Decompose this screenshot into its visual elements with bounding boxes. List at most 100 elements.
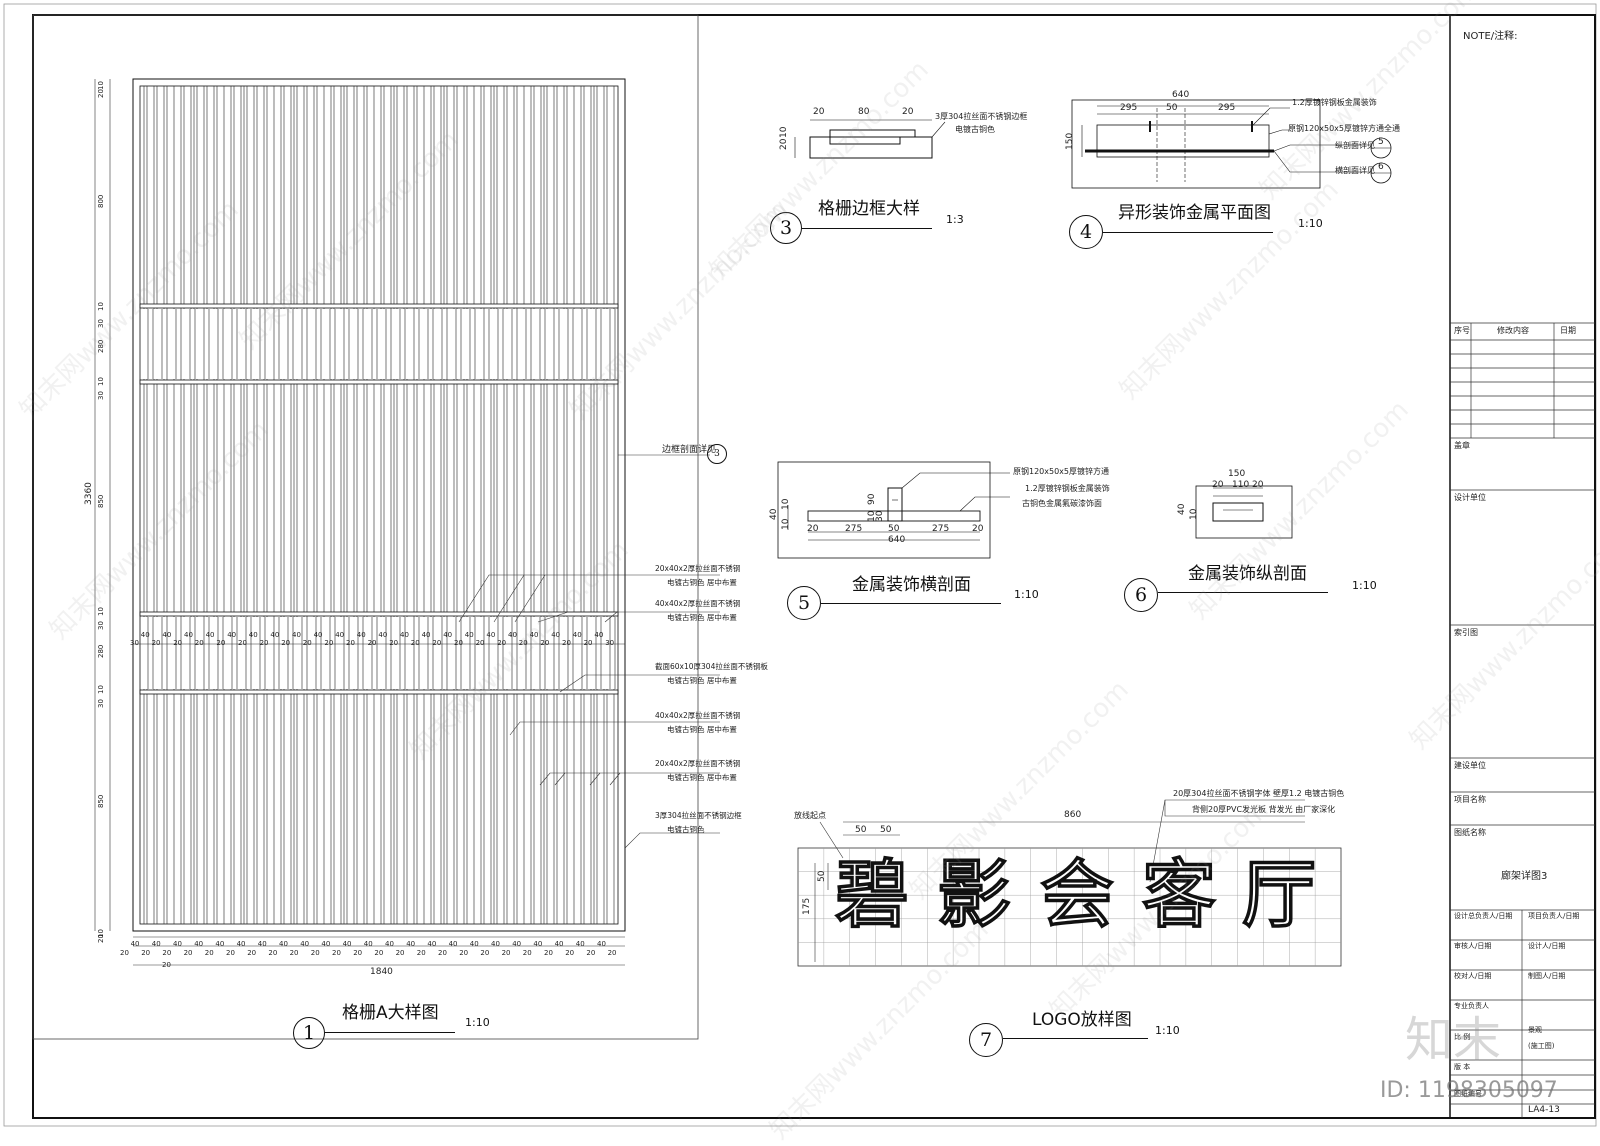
- dim-label: 20: [268, 949, 278, 957]
- dim-label: 20: [389, 639, 399, 647]
- logo-char-3: 会: [1039, 852, 1114, 938]
- sign-left-label: 设计总负责人/日期: [1454, 912, 1513, 920]
- seal-label: 盖章: [1454, 441, 1470, 450]
- grille-note-line1: 20x40x2厚拉丝面不锈钢: [655, 564, 741, 573]
- rev-date-header: 日期: [1560, 326, 1576, 335]
- grille-elevation: [132, 78, 626, 932]
- dim-label: 20: [216, 639, 226, 647]
- logo-char-4: 客: [1141, 852, 1216, 938]
- dim-label: 20: [501, 949, 511, 957]
- logo-char-5: 厅: [1241, 852, 1316, 938]
- sign-left-label: 审核人/日期: [1454, 942, 1492, 950]
- d6-dim-1: 150: [1228, 469, 1246, 479]
- note-label: NOTE/注释:: [1463, 31, 1518, 42]
- dim-label: 40: [554, 940, 564, 948]
- grille-note-line2: 电镀古铜色 居中布置: [667, 725, 737, 734]
- drawing-title: 廊架详图3: [1501, 871, 1548, 882]
- dim-label: 10: [97, 685, 105, 694]
- detail-1-number: 1: [293, 1017, 325, 1049]
- sign-left-label: 校对人/日期: [1454, 972, 1492, 980]
- watermark-id: ID: 1198305097: [1380, 1078, 1558, 1103]
- dim-label: 20: [475, 639, 485, 647]
- dim-label: 40: [400, 631, 409, 639]
- grille-dimension-lines: [94, 79, 710, 966]
- dim-label: 40: [140, 631, 150, 639]
- d5-dim-1: 20: [807, 524, 819, 534]
- logo-grid: [797, 847, 1342, 967]
- grille-note-line2: 电镀古铜色 居中布置: [667, 676, 737, 685]
- logo-dim-1: 860: [1064, 810, 1082, 820]
- grille-note-line1: 截面60x10厚304拉丝面不锈钢板: [655, 662, 768, 671]
- dim-label: 40: [227, 631, 237, 639]
- d3-dim-5: 10: [779, 126, 789, 138]
- d4-dim-2: 295: [1120, 103, 1138, 113]
- dim-label: 20: [367, 639, 377, 647]
- d5-note-1: 原钢120x50x5厚镀锌方通: [1013, 467, 1110, 476]
- dim-label: 40: [173, 940, 182, 948]
- d5-dim-5: 20: [972, 524, 984, 534]
- key-plan-label: 索引图: [1454, 628, 1478, 637]
- detail-6-scale: 1:10: [1352, 579, 1377, 592]
- detail-6-number: 6: [1124, 578, 1158, 612]
- grille-leaders: [458, 574, 720, 849]
- detail-7-scale: 1:10: [1155, 1024, 1180, 1037]
- d6-dim-5: 40: [1177, 503, 1187, 515]
- d3-dim-3: 20: [902, 107, 914, 117]
- grille-note-line2: 电镀古铜色 居中布置: [667, 773, 737, 782]
- sign-right-label: 制图人/日期: [1528, 972, 1566, 980]
- d5-dim-2: 275: [845, 524, 863, 534]
- dim-label: 40: [421, 631, 431, 639]
- dim-label: 20: [562, 639, 571, 647]
- logo-dim-5: 175: [802, 897, 812, 915]
- dim-label: 40: [508, 631, 517, 639]
- metal-long-section-6: [1195, 485, 1293, 539]
- dim-label: 800: [97, 194, 105, 208]
- d3-dim-2: 80: [858, 107, 870, 117]
- design-unit-label: 设计单位: [1454, 493, 1486, 502]
- detail-3-title: 格栅边框大样: [818, 199, 920, 219]
- detail-4-scale: 1:10: [1298, 217, 1323, 230]
- grille-panel-border: [32, 14, 699, 1040]
- dim-label: 40: [292, 631, 301, 639]
- dim-label: 20: [586, 949, 596, 957]
- dim-label: 40: [248, 631, 258, 639]
- dim-label: 40: [130, 940, 140, 948]
- dim-label: 30: [605, 639, 615, 647]
- dim-label: 20: [238, 639, 247, 647]
- dim-label: 20: [247, 949, 257, 957]
- d5-dim-8: 10: [781, 498, 791, 510]
- dim-label: 20: [607, 949, 617, 957]
- dim-label: 40: [385, 940, 394, 948]
- d4-dim-1: 640: [1172, 90, 1190, 100]
- dim-label: 20: [454, 639, 463, 647]
- d4-note-4: 横剖面详见: [1335, 166, 1375, 175]
- dim-label: 20: [173, 639, 183, 647]
- dim-label: 40: [205, 631, 215, 639]
- dim-label: 40: [215, 940, 225, 948]
- sign-right-label: 设计人/日期: [1528, 942, 1566, 950]
- grille-width-dim: 1840: [370, 967, 393, 977]
- dim-label: 20: [410, 639, 420, 647]
- dim-label: 40: [378, 631, 388, 639]
- dim-label: 40: [551, 631, 561, 639]
- dim-label: 20: [259, 639, 269, 647]
- dim-label: 40: [342, 940, 352, 948]
- detail-7-number: 7: [969, 1023, 1003, 1057]
- dim-label: 20: [544, 949, 553, 957]
- logo-origin: 放线起点: [794, 811, 826, 820]
- d5-note-2: 1.2厚镀锌钢板金属装饰: [1025, 484, 1110, 493]
- detail-4-number: 4: [1069, 215, 1103, 249]
- dim-label: 280: [97, 644, 105, 658]
- dim-label: 20: [438, 949, 447, 957]
- d4-ref-6: 6: [1378, 162, 1384, 172]
- dim-label: 20: [432, 639, 442, 647]
- dim-label: 20: [346, 639, 355, 647]
- d3-note-2: 电镀古铜色: [955, 125, 995, 134]
- dim-label: 20: [353, 949, 363, 957]
- sign-right-label: 项目负责人/日期: [1528, 912, 1580, 920]
- dim-label: 40: [448, 940, 458, 948]
- d4-note-3: 纵剖面详见: [1335, 141, 1375, 150]
- detail-5-scale: 1:10: [1014, 588, 1039, 601]
- logo-dim-2: 50: [855, 825, 867, 835]
- logo-note-1: 20厚304拉丝面不锈钢字体 壁厚1.2 电镀古铜色: [1173, 789, 1345, 798]
